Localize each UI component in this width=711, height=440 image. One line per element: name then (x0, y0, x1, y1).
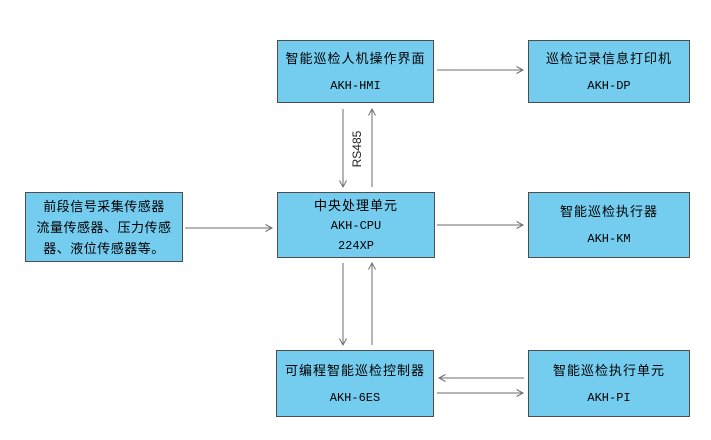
node-title: 智能巡检人机操作界面 (285, 50, 426, 66)
node-title: 智能巡检执行器 (559, 204, 658, 219)
node-front-end-sensors: 前段信号采集传感器 流量传感器、压力传感 器、液位传感器等。 (25, 192, 183, 262)
node-central-processing-unit: 中央处理单元 AKH-CPU 224XP (277, 192, 435, 258)
node-title: 巡检记录信息打印机 (545, 50, 672, 66)
node-model: AKH-6ES (329, 390, 381, 405)
node-hmi-operator-interface: 智能巡检人机操作界面 AKH-HMI (277, 40, 434, 103)
node-record-printer: 巡检记录信息打印机 AKH-DP (528, 40, 690, 103)
node-title: 中央处理单元 (313, 197, 398, 213)
node-model: AKH-PI (587, 390, 631, 405)
node-model: AKH-HMI (330, 78, 381, 93)
node-text-line: 器、液位传感器等。 (43, 240, 165, 256)
node-title: 智能巡检执行单元 (552, 362, 665, 378)
node-programmable-inspection-controller: 可编程智能巡检控制器 AKH-6ES (276, 350, 434, 417)
node-model-number: 224XP (337, 238, 374, 253)
node-text-line: 前段信号采集传感器 (43, 198, 165, 214)
node-title: 可编程智能巡检控制器 (284, 362, 425, 378)
rs485-bus-label: RS485 (350, 130, 364, 168)
node-model: AKH-DP (587, 78, 631, 93)
node-model: AKH-CPU (330, 218, 382, 233)
node-model: AKH-KM (587, 232, 631, 246)
node-inspection-execution-unit: 智能巡检执行单元 AKH-PI (528, 350, 690, 417)
node-text-line: 流量传感器、压力传感 (36, 219, 172, 235)
node-inspection-actuator: 智能巡检执行器 AKH-KM (528, 192, 690, 258)
